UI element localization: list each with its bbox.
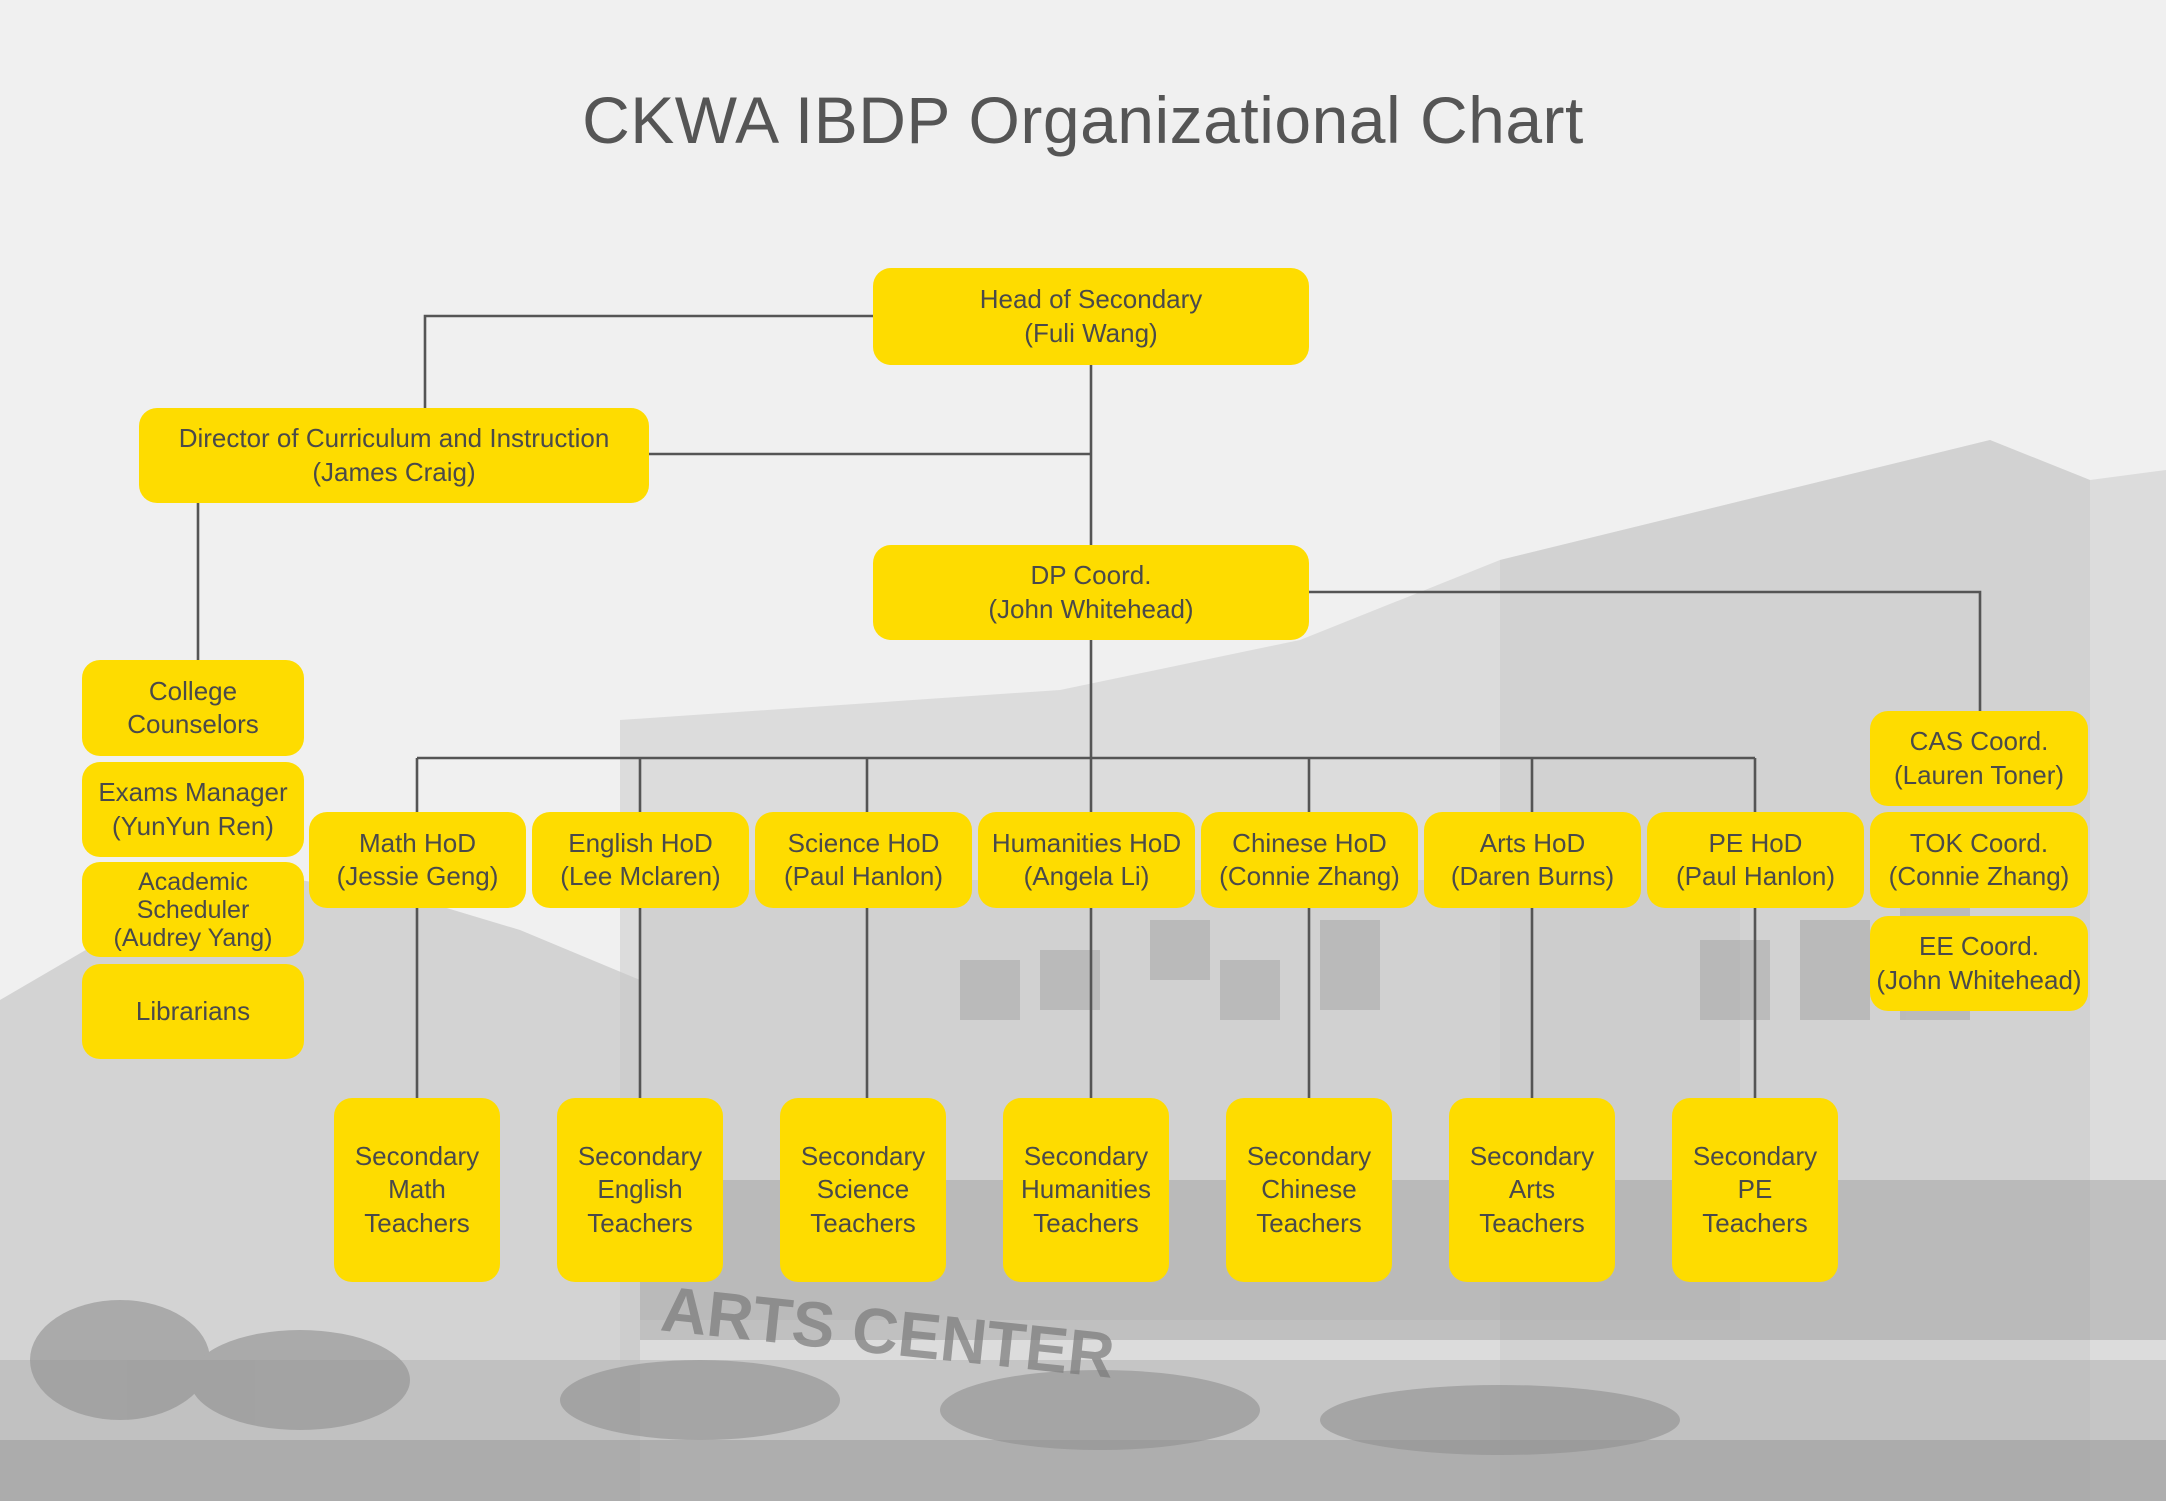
academic-scheduler-box: Academic Scheduler (Audrey Yang): [82, 862, 304, 957]
chinese-hod-box: Chinese HoD (Connie Zhang): [1201, 812, 1418, 908]
node-role: Counselors: [127, 709, 259, 739]
arts-hod-box: Arts HoD (Daren Burns): [1424, 812, 1641, 908]
node-role: Science HoD: [787, 827, 940, 858]
science-hod-box: Science HoD (Paul Hanlon): [755, 812, 972, 908]
node-role: Secondary: [1469, 1141, 1595, 1172]
node-person: (John Whitehead): [1876, 964, 2082, 995]
node-role: Secondary: [577, 1141, 703, 1172]
node-role: Teachers: [1033, 1207, 1139, 1238]
node-person: (Audrey Yang): [113, 923, 273, 952]
node-role: Arts HoD: [1479, 827, 1586, 858]
director-box: Director of Curriculum and Instruction (…: [139, 408, 649, 503]
node-person: (Lee Mclaren): [560, 861, 721, 891]
ee-coord-box: EE Coord. (John Whitehead): [1870, 916, 2088, 1011]
node-role: Head of Secondary: [979, 284, 1203, 315]
node-role: Secondary: [354, 1141, 480, 1172]
node-person: (Lauren Toner): [1893, 759, 2065, 790]
node-person: (YunYun Ren): [112, 810, 274, 841]
head-of-secondary-box: Head of Secondary (Fuli Wang): [873, 268, 1309, 365]
node-person: (Jessie Geng): [336, 861, 499, 891]
node-role: PE: [1737, 1174, 1773, 1205]
node-role: Teachers: [1702, 1207, 1808, 1238]
node-role: Teachers: [810, 1207, 916, 1238]
node-role: English HoD: [568, 827, 713, 858]
node-role: Scheduler: [136, 895, 250, 924]
node-person: (John Whitehead): [988, 593, 1194, 624]
pe-hod-box: PE HoD (Paul Hanlon): [1647, 812, 1864, 908]
node-person: (Connie Zhang): [1219, 861, 1400, 891]
node-role: Exams Manager: [98, 777, 288, 808]
node-role: Director of Curriculum and Instruction: [178, 423, 610, 454]
arts-teachers-box: Secondary Arts Teachers: [1449, 1098, 1615, 1282]
node-person: (Paul Hanlon): [784, 861, 943, 891]
science-teachers-box: Secondary Science Teachers: [780, 1098, 946, 1282]
node-role: Teachers: [1479, 1207, 1585, 1238]
math-teachers-box: Secondary Math Teachers: [334, 1098, 500, 1282]
exams-manager-box: Exams Manager (YunYun Ren): [82, 762, 304, 857]
node-role: Secondary: [1246, 1141, 1372, 1172]
node-role: DP Coord.: [1030, 560, 1152, 591]
node-role: Secondary: [800, 1141, 926, 1172]
node-role: Math HoD: [358, 827, 477, 858]
node-person: (Angela Li): [1023, 861, 1150, 891]
node-role: Secondary: [1692, 1141, 1818, 1172]
node-person: (James Craig): [312, 456, 476, 487]
node-role: Librarians: [135, 995, 251, 1026]
tok-coord-box: TOK Coord. (Connie Zhang): [1870, 812, 2088, 908]
chart-title: CKWA IBDP Organizational Chart: [582, 83, 1584, 157]
node-role: Humanities HoD: [991, 827, 1182, 858]
chinese-teachers-box: Secondary Chinese Teachers: [1226, 1098, 1392, 1282]
node-role: TOK Coord.: [1909, 827, 2049, 858]
node-role: Math: [388, 1174, 446, 1205]
node-role: College: [148, 675, 238, 706]
english-hod-box: English HoD (Lee Mclaren): [532, 812, 749, 908]
node-person: (Paul Hanlon): [1676, 861, 1835, 891]
node-person: (Daren Burns): [1450, 861, 1615, 891]
humanities-teachers-box: Secondary Humanities Teachers: [1003, 1098, 1169, 1282]
node-person: (Connie Zhang): [1888, 861, 2070, 891]
node-role: Academic: [138, 867, 248, 896]
node-role: Teachers: [587, 1207, 693, 1238]
node-role: Arts: [1508, 1174, 1556, 1205]
node-role: Science: [816, 1174, 910, 1205]
node-role: Chinese: [1261, 1174, 1357, 1205]
college-counselors-box: College Counselors: [82, 660, 304, 756]
node-role: Teachers: [1256, 1207, 1362, 1238]
node-person: (Fuli Wang): [1024, 317, 1158, 348]
dp-coord-box: DP Coord. (John Whitehead): [873, 545, 1309, 640]
node-role: CAS Coord.: [1909, 726, 2049, 757]
node-role: English: [597, 1174, 683, 1205]
english-teachers-box: Secondary English Teachers: [557, 1098, 723, 1282]
math-hod-box: Math HoD (Jessie Geng): [309, 812, 526, 908]
node-role: Humanities: [1020, 1174, 1152, 1205]
cas-coord-box: CAS Coord. (Lauren Toner): [1870, 711, 2088, 806]
node-role: Chinese HoD: [1232, 827, 1387, 858]
node-role: PE HoD: [1708, 827, 1803, 858]
node-role: EE Coord.: [1919, 931, 2039, 962]
node-role: Secondary: [1023, 1141, 1149, 1172]
humanities-hod-box: Humanities HoD (Angela Li): [978, 812, 1195, 908]
node-role: Teachers: [364, 1207, 470, 1238]
librarians-box: Librarians: [82, 964, 304, 1059]
pe-teachers-box: Secondary PE Teachers: [1672, 1098, 1838, 1282]
